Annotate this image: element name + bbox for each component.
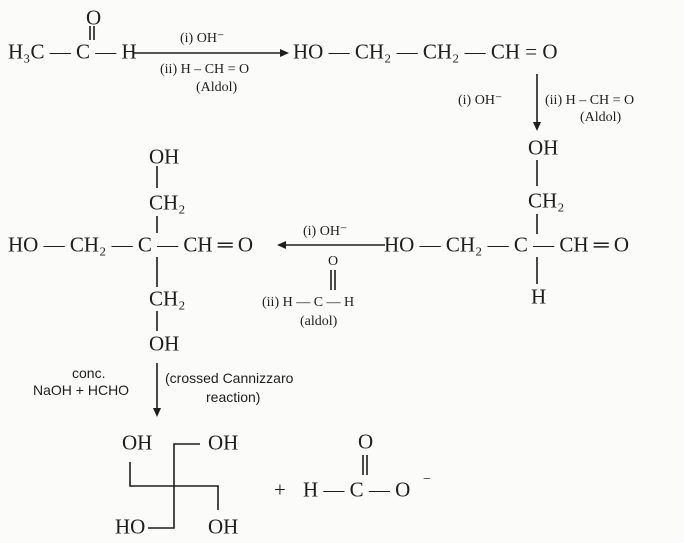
formate-ion: H — C — O [303, 477, 411, 502]
hydrogen-atom: H [531, 284, 547, 309]
reagent-conc: conc. [72, 365, 106, 381]
reagent-formaldehyde: (ii) H – CH = O [160, 62, 250, 77]
dihydroxy-aldehyde-chain: HO — CH₂ — C — CH ═ O [384, 232, 630, 257]
hydroxyl-group: OH [208, 430, 239, 455]
reagent-naoh-hcho: NaOH + HCHO [33, 382, 130, 398]
arrow-head-icon [280, 49, 289, 57]
trihydroxy-aldehyde-chain: HO — CH₂ — C — CH ═ O [8, 232, 254, 257]
hydroxyl-group: OH [122, 430, 153, 455]
methylene-group: CH₂ [149, 286, 186, 311]
hydroxyl-group: OH [208, 514, 239, 539]
reagent-hydroxide: (i) OH⁻ [303, 224, 348, 239]
reaction-name: (Aldol) [580, 110, 622, 125]
reagent-formaldehyde: (ii) H – CH = O [545, 93, 635, 108]
hydroxyl-group: OH [149, 331, 180, 356]
skeletal-bond [148, 443, 200, 529]
carbonyl-oxygen: O [358, 429, 374, 454]
reaction-name: reaction) [206, 389, 261, 405]
3-hydroxypropanal: HO — CH₂ — CH₂ — CH = O [293, 39, 558, 64]
methylene-group: CH₂ [528, 188, 565, 213]
arrow-head-icon [277, 241, 286, 249]
formaldehyde-oxygen: O [328, 254, 339, 269]
methylene-group: CH₂ [149, 190, 186, 215]
reagent-hydroxide: (i) OH⁻ [180, 31, 225, 46]
plus-sign: + [274, 477, 286, 502]
reagent-formaldehyde: (ii) H — C — H [262, 295, 355, 310]
arrow-head-icon [153, 408, 161, 417]
carbonyl-oxygen: O [86, 5, 102, 30]
reagent-hydroxide: (i) OH⁻ [458, 93, 503, 108]
hydroxyl-group: HO [115, 514, 146, 539]
hydroxyl-group: OH [149, 144, 180, 169]
arrow-head-icon [533, 122, 541, 131]
hydroxyl-group: OH [528, 135, 559, 160]
negative-charge: − [423, 472, 431, 487]
acetaldehyde: H₃C — C — H [8, 39, 137, 64]
reaction-name: (aldol) [300, 314, 338, 329]
reaction-name: (Aldol) [196, 80, 238, 95]
reaction-name: (crossed Cannizzaro [165, 370, 294, 386]
